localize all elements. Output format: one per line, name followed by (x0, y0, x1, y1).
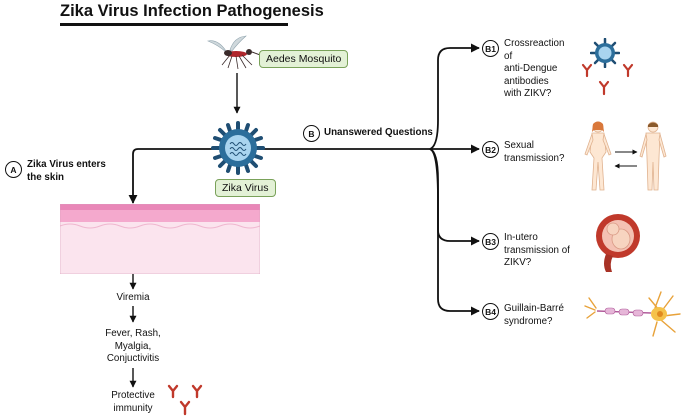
question-b1-text: Crossreaction of anti-Dengue antibodies … (504, 38, 584, 101)
question-line: antibodies (504, 75, 549, 87)
question-line: Guillain-Barré (504, 303, 564, 314)
symptoms-text: Fever, Rash, Myalgia, Conjuctivitis (83, 328, 183, 366)
symptoms-line: Fever, Rash, (105, 328, 161, 339)
virus-label: Zika Virus (215, 179, 276, 197)
title-underline (60, 23, 288, 26)
immunity-text: Protective immunity (93, 390, 173, 415)
page-title: Zika Virus Infection Pathogenesis (60, 2, 324, 20)
immunity-line: Protective (111, 390, 155, 401)
question-line: transmission of (504, 244, 570, 256)
question-line: anti-Dengue (504, 63, 558, 74)
zika-virus-icon (211, 121, 265, 175)
question-b3-text: In-utero transmission of ZIKV? (504, 232, 584, 270)
symptoms-line: Conjuctivitis (106, 353, 160, 364)
arrow-to-b4 (429, 148, 480, 316)
question-line: In-utero (504, 232, 538, 243)
marker-b1: B1 (482, 40, 499, 57)
antibody-icon (167, 384, 203, 416)
viremia-text: Viremia (116, 292, 150, 303)
question-b4-text: Guillain-Barré syndrome? (504, 303, 584, 328)
mosquito-label: Aedes Mosquito (259, 50, 349, 68)
skin-layer-icon (60, 204, 260, 274)
immunity-line: immunity (113, 402, 153, 414)
neuron-icon (584, 291, 681, 337)
question-line: transmission? (504, 152, 565, 164)
question-line: Crossreaction (504, 38, 565, 49)
human-figure-male-icon (639, 121, 667, 191)
question-line: Sexual (504, 140, 534, 151)
antibody-group-icon (581, 63, 634, 96)
section-a-text: Zika Virus enters the skin (27, 159, 106, 183)
question-b2-text: Sexual transmission? (504, 140, 584, 165)
question-line: ZIKV? (504, 257, 532, 268)
mosquito-icon (206, 35, 264, 70)
arrow-to-b1 (429, 43, 480, 150)
marker-b3: B3 (482, 233, 499, 250)
section-b-text: Unanswered Questions (324, 127, 433, 138)
marker-a: A (5, 161, 22, 178)
zika-virus-small-icon (590, 38, 620, 68)
question-line: with ZIKV? (504, 88, 552, 99)
marker-b4: B4 (482, 303, 499, 320)
uterus-fetus-icon (596, 214, 640, 272)
marker-b2: B2 (482, 141, 499, 158)
question-line: of (504, 50, 513, 62)
marker-b: B (303, 125, 320, 142)
symptoms-line: Myalgia, (114, 340, 152, 352)
question-line: syndrome? (504, 315, 553, 327)
arrow-virus-to-skin (128, 148, 213, 204)
human-figure-female-icon (584, 121, 612, 191)
